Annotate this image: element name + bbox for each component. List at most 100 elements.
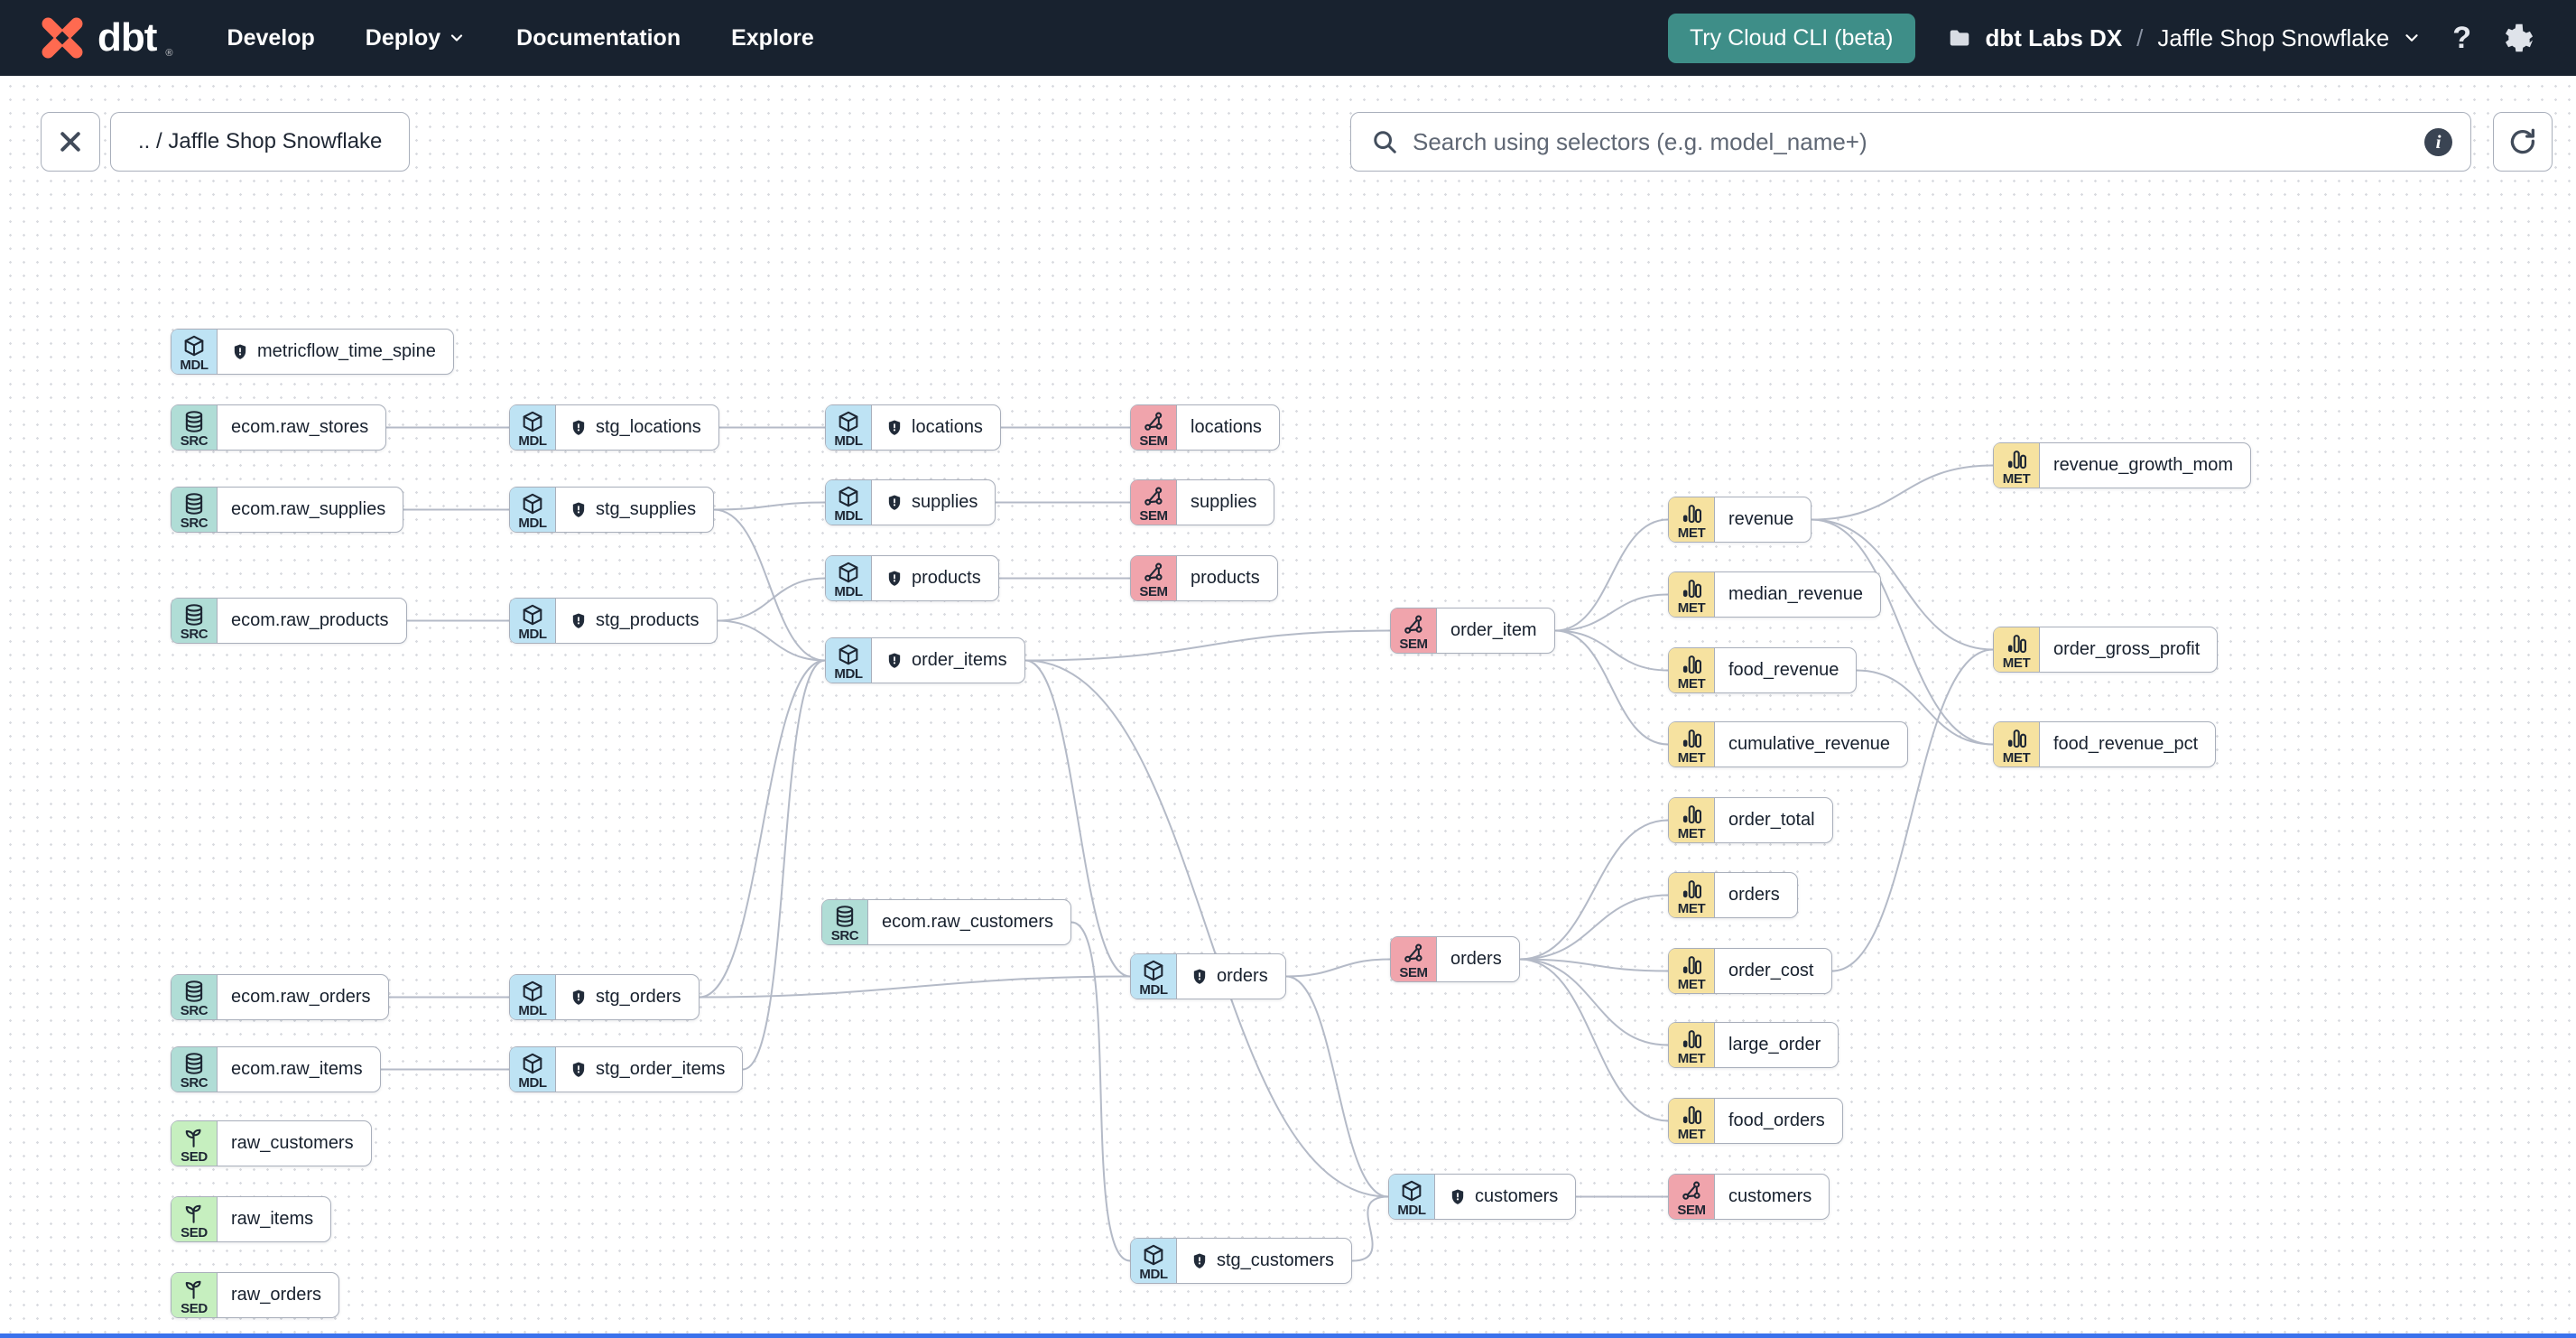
lineage-breadcrumb[interactable]: .. / Jaffle Shop Snowflake (110, 112, 411, 172)
node-label: stg_supplies (596, 499, 697, 519)
edge-stg_products-to-products_m (717, 577, 826, 622)
node-label: stg_order_items (596, 1059, 726, 1079)
bar-chart-icon: MET (1669, 1099, 1715, 1143)
node-label: ecom.raw_orders (231, 987, 371, 1007)
try-cloud-cli-button[interactable]: Try Cloud CLI (beta) (1667, 13, 1915, 63)
cube-icon: MDL (826, 556, 872, 600)
edge-stg_supplies-to-supplies_m (713, 501, 826, 511)
chevron-down-icon (2405, 34, 2418, 42)
database-icon: SRC (171, 1047, 218, 1092)
refresh-lineage-button[interactable] (2493, 112, 2553, 172)
node-products_m[interactable]: MDL products (825, 555, 999, 601)
bar-chart-icon: MET (1669, 497, 1715, 542)
node-label: supplies (912, 492, 978, 512)
account-project-selector[interactable]: dbt Labs DX / Jaffle Shop Snowflake (1946, 24, 2423, 52)
dbt-logo[interactable]: dbt ® (36, 12, 173, 64)
edge-stg_orders-to-orders_m (699, 975, 1131, 999)
close-lineage-button[interactable] (41, 112, 100, 172)
node-met_large_order[interactable]: MET large_order (1668, 1022, 1839, 1068)
bottom-progress-strip (0, 1333, 2576, 1338)
node-order_items[interactable]: MDL order_items (825, 637, 1025, 683)
node-met_order_total[interactable]: MET order_total (1668, 797, 1833, 843)
nav-item-develop[interactable]: Develop (227, 24, 315, 51)
edge-order_items-to-customers_m (1024, 659, 1389, 1198)
database-icon: SRC (171, 599, 218, 643)
edge-src_customers-to-stg_customers (1070, 921, 1131, 1262)
node-label: cumulative_revenue (1728, 734, 1890, 754)
bar-chart-icon: MET (1669, 873, 1715, 917)
bar-chart-icon: MET (1994, 722, 2040, 767)
selector-search-input[interactable] (1411, 126, 2412, 157)
nav-item-documentation[interactable]: Documentation (516, 24, 681, 51)
project-name: Jaffle Shop Snowflake (2157, 23, 2390, 51)
shield-icon (885, 419, 903, 437)
top-navbar: dbt ® Develop Deploy Documentation Explo… (0, 0, 2576, 76)
node-label: median_revenue (1728, 584, 1863, 604)
node-met_order_cost[interactable]: MET order_cost (1668, 948, 1832, 994)
bar-chart-icon: MET (1669, 1023, 1715, 1067)
bar-chart-icon: MET (1669, 798, 1715, 842)
help-icon[interactable]: ? (2452, 20, 2471, 55)
edge-met_revenue-to-met_food_revenue_pct (1811, 518, 1994, 746)
nav-item-deploy[interactable]: Deploy (366, 25, 466, 51)
database-icon: SRC (171, 488, 218, 532)
node-label: order_items (912, 650, 1007, 670)
edge-orders_m-to-customers_m (1285, 975, 1389, 1198)
lineage-canvas[interactable]: .. / Jaffle Shop Snowflake i MDLmetricfl… (0, 76, 2576, 1338)
gear-icon[interactable] (2502, 21, 2536, 55)
dbt-logo-trademark: ® (165, 48, 173, 59)
node-label: order_cost (1728, 961, 1814, 980)
account-name: dbt Labs DX (1985, 23, 2123, 51)
network-icon: SEM (1391, 609, 1437, 653)
node-label: large_order (1728, 1035, 1821, 1055)
edge-sem_order_item-to-met_median_revenue (1554, 593, 1669, 632)
info-icon[interactable]: i (2424, 127, 2452, 156)
cube-icon: MDL (826, 638, 872, 683)
bar-chart-icon: MET (1669, 949, 1715, 993)
edge-stg_supplies-to-order_items (713, 508, 826, 662)
node-label: order_total (1728, 810, 1815, 830)
breadcrumb-separator: / (2136, 23, 2144, 51)
node-label: products (912, 568, 981, 588)
cube-icon: MDL (171, 330, 218, 374)
nav-item-explore[interactable]: Explore (731, 24, 814, 51)
cube-icon: MDL (510, 975, 556, 1019)
cube-icon: MDL (1131, 954, 1177, 999)
edge-sem_orders-to-met_food_orders (1519, 958, 1669, 1122)
